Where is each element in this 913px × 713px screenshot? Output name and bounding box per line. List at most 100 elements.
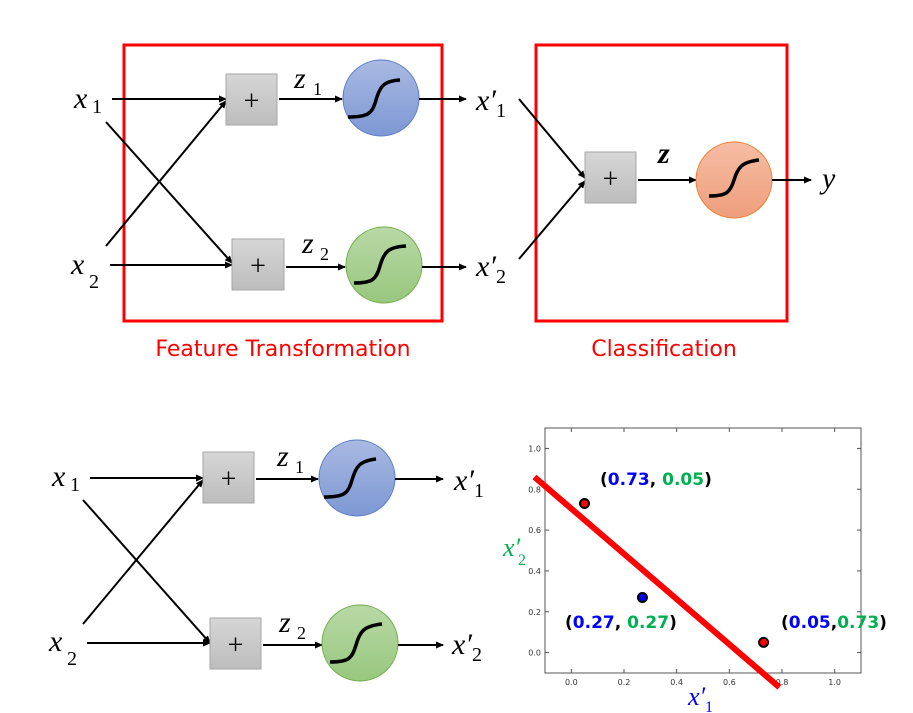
svg-text:1: 1	[474, 480, 484, 502]
x-axis-ticks: 0.0 0.2 0.4 0.6 0.8 1.0	[565, 428, 841, 687]
svg-text:+: +	[244, 86, 260, 117]
edge-x2-sum1	[105, 100, 227, 247]
svg-text:x: x	[73, 82, 88, 115]
svg-text:2: 2	[496, 266, 506, 288]
input-x1-label: x 1	[73, 82, 102, 118]
input-x1-label: x 1	[51, 460, 80, 496]
sigmoid-neuron-1	[318, 439, 396, 517]
input-x2-label: x 2	[70, 248, 99, 293]
x2-prime-label: x′ 2	[475, 250, 506, 288]
data-point	[579, 498, 590, 510]
classification-box	[534, 43, 789, 323]
svg-text:x′: x′	[502, 533, 521, 562]
x-tick-label: 0.4	[670, 678, 683, 687]
feature-transformation-caption: Feature Transformation	[155, 337, 410, 362]
x1-prime-label: x′ 1	[475, 84, 506, 122]
svg-text:+: +	[603, 164, 619, 195]
feature-transformation-box	[122, 43, 444, 323]
y-tick-label: 0.4	[528, 567, 541, 576]
sigmoid-neuron-2	[345, 226, 423, 304]
y-tick-label: 0.6	[528, 526, 541, 535]
y-tick-label: 1.0	[528, 444, 541, 453]
point-annotation: (0.05,0.73)	[781, 613, 887, 633]
y-axis-label: x′ 2	[502, 533, 526, 569]
chart-marks: (0.73, 0.05)(0.27, 0.27)(0.05,0.73)	[532, 470, 887, 690]
x-axis-label: x′ 1	[687, 682, 713, 713]
z1-label: z 1	[293, 62, 322, 99]
svg-text:x′: x′	[453, 464, 474, 497]
x1-prime-label: x′ 1	[453, 464, 484, 502]
svg-text:z: z	[278, 606, 291, 639]
classification-caption: Classification	[591, 337, 737, 362]
x-tick-label: 0.8	[776, 678, 789, 687]
edge-x1-sum2	[105, 121, 233, 264]
input-x2-label: x 2	[48, 625, 77, 670]
scatter-chart: 0.0 0.2 0.4 0.6 0.8 1.0 0.0 0.2 0.4 0.6 0.8 1.0 (0…	[502, 427, 887, 713]
svg-text:1: 1	[705, 699, 713, 713]
y-tick-label: 0.2	[528, 608, 541, 617]
edge-x2prime-classifier-sum	[518, 180, 586, 260]
svg-text:x: x	[51, 460, 66, 493]
svg-text:2: 2	[320, 244, 329, 264]
svg-text:z: z	[276, 440, 289, 473]
svg-text:x′: x′	[475, 84, 496, 117]
svg-text:1: 1	[496, 100, 506, 122]
svg-text:2: 2	[89, 271, 99, 293]
svg-text:1: 1	[70, 474, 80, 496]
svg-text:1: 1	[295, 457, 304, 477]
plot-frame	[544, 427, 862, 674]
edge-x1-sum2	[82, 499, 211, 644]
x-tick-label: 1.0	[828, 678, 841, 687]
sum-node-2: +	[231, 238, 285, 291]
x-tick-label: 0.2	[618, 678, 631, 687]
edge-x2-sum1	[82, 479, 204, 625]
sigmoid-curve-icon	[323, 457, 377, 499]
svg-text:1: 1	[92, 96, 102, 118]
output-y-label: y	[819, 162, 836, 195]
bottom-network-diagram: x 1 x 2 + + z 1 z 2	[48, 439, 484, 682]
y-tick-label: 0.0	[528, 649, 541, 658]
edge-x1prime-classifier-sum	[518, 98, 586, 179]
svg-text:+: +	[221, 464, 237, 495]
sigmoid-curve-icon	[347, 78, 401, 119]
sigmoid-curve-icon	[708, 158, 760, 198]
sum-node-2: +	[209, 617, 262, 670]
classifier-sum-node: +	[584, 151, 637, 204]
z2-label: z 2	[278, 606, 306, 643]
svg-text:+: +	[228, 630, 244, 661]
point-annotation: (0.27, 0.27)	[565, 613, 677, 633]
svg-text:x′: x′	[687, 682, 706, 711]
top-network-diagram: Feature Transformation Classification x …	[70, 43, 836, 362]
svg-text:2: 2	[518, 552, 526, 569]
data-point	[758, 636, 770, 648]
svg-text:2: 2	[472, 644, 482, 666]
y-tick-label: 0.8	[528, 485, 541, 494]
sigmoid-neuron-2	[321, 604, 399, 682]
x-tick-label: 0.0	[565, 678, 578, 687]
x-tick-label: 0.6	[723, 678, 736, 687]
svg-text:1: 1	[313, 79, 322, 99]
svg-text:x′: x′	[475, 250, 496, 283]
sigmoid-neuron-output	[695, 141, 773, 219]
x2-prime-label: x′ 2	[451, 628, 482, 666]
sum-node-1: +	[225, 73, 278, 126]
sigmoid-neuron-1	[342, 59, 420, 137]
decision-boundary-line	[532, 474, 782, 690]
svg-text:+: +	[250, 251, 266, 282]
svg-text:2: 2	[297, 623, 306, 643]
z1-label: z 1	[276, 440, 304, 477]
sigmoid-curve-icon	[329, 622, 383, 664]
z2-label: z 2	[301, 227, 329, 264]
svg-text:z: z	[293, 62, 306, 95]
sum-node-1: +	[202, 451, 255, 504]
y-axis-ticks: 0.0 0.2 0.4 0.6 0.8 1.0	[528, 444, 861, 658]
svg-text:x′: x′	[451, 628, 472, 661]
svg-text:x: x	[48, 625, 63, 658]
svg-text:x: x	[70, 248, 85, 281]
svg-text:z: z	[301, 227, 314, 260]
data-point	[636, 591, 648, 603]
classifier-z-label: z	[657, 137, 670, 170]
sigmoid-curve-icon	[353, 244, 407, 285]
svg-text:2: 2	[67, 648, 77, 670]
